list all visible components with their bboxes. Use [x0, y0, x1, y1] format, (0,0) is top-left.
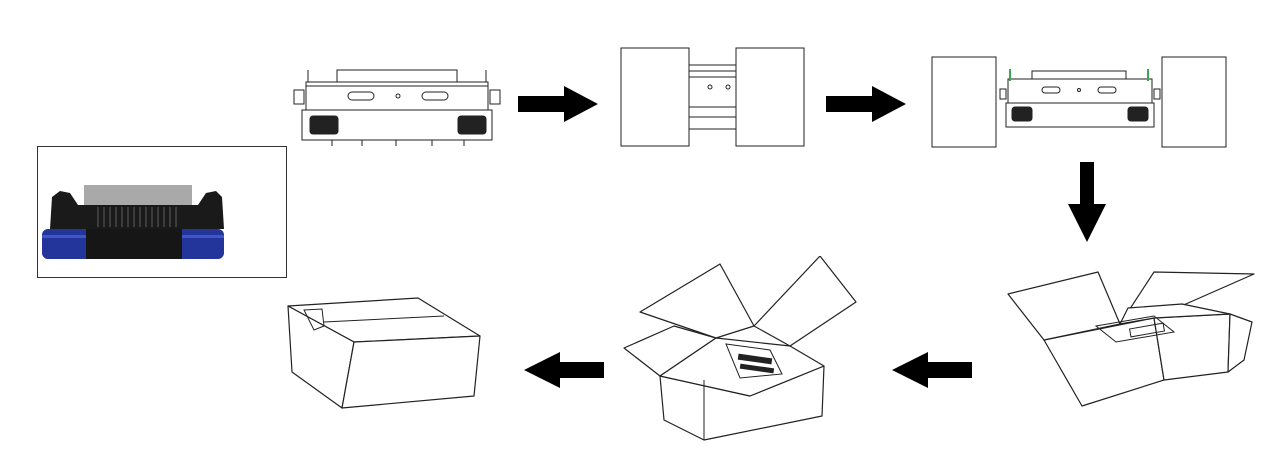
end-pads-drawing	[620, 47, 806, 147]
arrow-left-1	[892, 352, 972, 388]
open-box-icon	[1007, 271, 1255, 407]
product-photo-icon	[42, 185, 224, 259]
fixture-drawing	[292, 66, 502, 148]
arrow-down	[1068, 162, 1106, 242]
product-photo-frame	[37, 146, 287, 278]
open-box-empty-drawing	[1004, 250, 1258, 410]
arrow-left-2	[524, 352, 604, 388]
end-pads-icon	[620, 47, 805, 147]
closed-box-icon	[287, 297, 481, 409]
open-box-loaded-drawing	[620, 256, 864, 444]
side-pads-icon	[931, 56, 1227, 148]
arrow-right-2	[826, 86, 906, 122]
closed-box-drawing	[284, 296, 486, 412]
fixture-icon	[293, 69, 501, 146]
arrow-right-1	[518, 86, 598, 122]
open-box-loaded-icon	[623, 256, 857, 441]
side-pads-drawing	[930, 55, 1228, 149]
